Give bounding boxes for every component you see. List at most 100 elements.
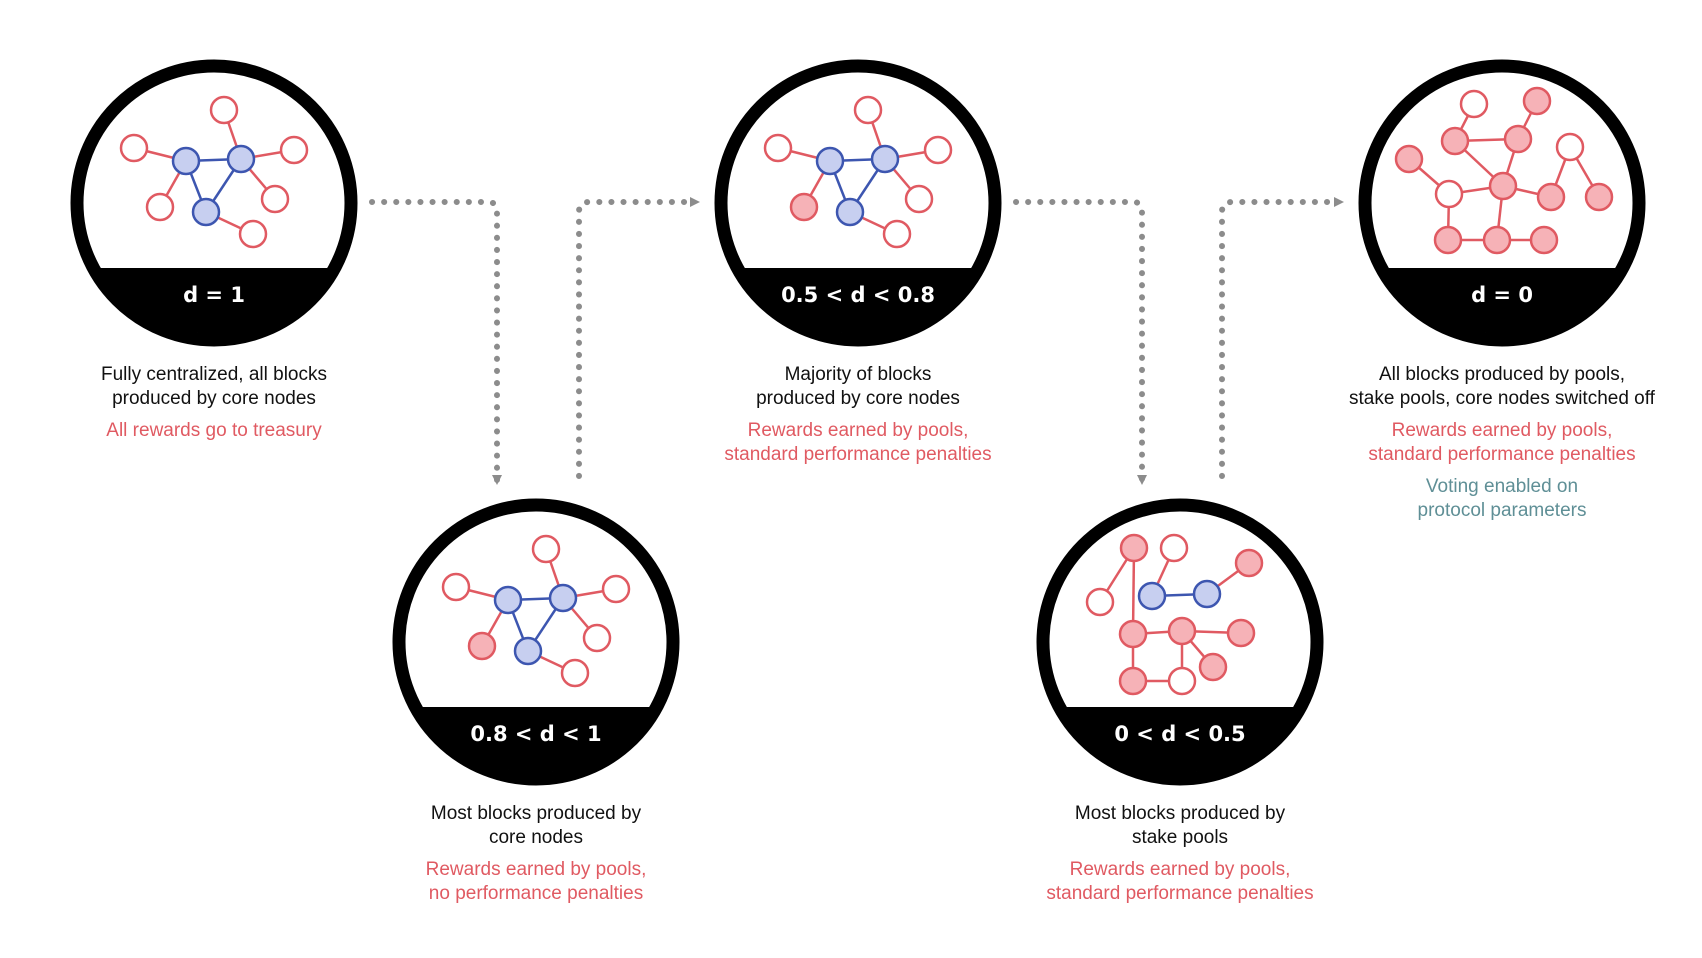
network-nodes	[1085, 533, 1264, 696]
relay-node	[882, 219, 912, 249]
stage-3-text-line-2: produced by core nodes	[756, 388, 960, 409]
stage-5-badge: d = 0	[1358, 59, 1646, 347]
stage-1-network	[119, 95, 309, 249]
pool-node	[1118, 666, 1148, 696]
core-node	[513, 636, 543, 666]
pool-node	[1167, 616, 1197, 646]
pool-node	[789, 192, 819, 222]
pool-node	[1118, 619, 1148, 649]
relay-node	[582, 623, 612, 653]
relay-node	[601, 574, 631, 604]
pool-node	[1440, 126, 1470, 156]
stage-5-reward-line-1: Rewards earned by pools,	[1391, 420, 1613, 441]
stage-2-badge: 0.8 < d < 1	[392, 498, 680, 786]
stage-4-reward-line-1: Rewards earned by pools,	[1069, 859, 1291, 880]
pool-node	[1584, 182, 1614, 212]
core-node	[226, 144, 256, 174]
core-node	[548, 583, 578, 613]
stage-2-caption: Most blocks produced by core nodes Rewar…	[326, 802, 746, 906]
core-node	[1137, 581, 1167, 611]
relay-node	[904, 184, 934, 214]
relay-node	[1555, 132, 1585, 162]
arrow-3-to-4	[1013, 199, 1147, 485]
relay-node	[441, 572, 471, 602]
stage-3-reward-line-2: standard performance penalties	[724, 444, 992, 465]
stage-5-reward-line-2: standard performance penalties	[1368, 444, 1636, 465]
stage-2-label: 0.8 < d < 1	[470, 722, 601, 746]
stage-1-caption: Fully centralized, all blocks produced b…	[4, 363, 424, 443]
stage-2-reward-line-1: Rewards earned by pools,	[425, 859, 647, 880]
pool-node	[1536, 182, 1566, 212]
stage-5-text-line-1: All blocks produced by pools,	[1378, 364, 1626, 385]
stage-3-network	[763, 95, 953, 249]
stage-5-voting-line-2: protocol parameters	[1417, 500, 1587, 521]
relay-node	[1085, 587, 1115, 617]
relay-node	[1159, 533, 1189, 563]
relay-node	[238, 219, 268, 249]
stage-4-network	[1085, 533, 1264, 696]
pool-node	[1394, 144, 1424, 174]
pool-node	[1488, 171, 1518, 201]
core-node	[815, 146, 845, 176]
relay-node	[560, 658, 590, 688]
stage-4-reward-line-2: standard performance penalties	[1046, 883, 1314, 904]
stage-1-reward-line-1: All rewards go to treasury	[106, 420, 322, 441]
stage-1-text-line-2: produced by core nodes	[112, 388, 316, 409]
stage-2-text-line-1: Most blocks produced by	[430, 803, 642, 824]
stage-1-badge: d = 1	[70, 59, 358, 347]
stage-1-text-line-1: Fully centralized, all blocks	[101, 364, 327, 385]
relay-node	[1434, 179, 1464, 209]
pool-node	[1503, 124, 1533, 154]
relay-node	[853, 95, 883, 125]
stage-5-caption: All blocks produced by pools, stake pool…	[1292, 363, 1702, 523]
stage-4-text-line-2: stake pools	[1131, 827, 1229, 848]
stage-4-text-line-1: Most blocks produced by	[1074, 803, 1286, 824]
stage-4-label: 0 < d < 0.5	[1114, 722, 1245, 746]
stage-5-text-line-2: stake pools, core nodes switched off	[1349, 388, 1655, 409]
relay-node	[1167, 666, 1197, 696]
pool-node	[1226, 618, 1256, 648]
core-node	[870, 144, 900, 174]
stage-3-label: 0.5 < d < 0.8	[781, 283, 935, 307]
network-nodes	[119, 95, 309, 249]
relay-node	[209, 95, 239, 125]
arrow-4-to-5	[1219, 197, 1344, 479]
relay-node	[531, 534, 561, 564]
relay-node	[1459, 89, 1489, 119]
arrow-1-to-2	[369, 199, 502, 485]
relay-node	[260, 184, 290, 214]
connectors	[369, 197, 1344, 485]
stage-3-badge: 0.5 < d < 0.8	[714, 59, 1002, 347]
stage-3-caption: Majority of blocks produced by core node…	[648, 363, 1068, 467]
pool-node	[1198, 652, 1228, 682]
pool-node	[1522, 86, 1552, 116]
stage-4-badge: 0 < d < 0.5	[1036, 498, 1324, 786]
pool-node	[1433, 225, 1463, 255]
core-node	[171, 146, 201, 176]
relay-node	[279, 135, 309, 165]
relay-node	[119, 133, 149, 163]
pool-node	[1234, 548, 1264, 578]
relay-node	[145, 192, 175, 222]
relay-node	[923, 135, 953, 165]
stage-3-reward-line-1: Rewards earned by pools,	[747, 420, 969, 441]
stage-4-caption: Most blocks produced by stake pools Rewa…	[970, 802, 1390, 906]
network-nodes	[441, 534, 631, 688]
stage-2-reward-line-2: no performance penalties	[428, 883, 644, 904]
stage-2-text-line-2: core nodes	[488, 827, 583, 848]
core-node	[835, 197, 865, 227]
pool-node	[1482, 225, 1512, 255]
pool-node	[467, 631, 497, 661]
network-nodes	[1394, 86, 1614, 255]
network-nodes	[763, 95, 953, 249]
core-node	[493, 585, 523, 615]
pool-node	[1119, 533, 1149, 563]
stage-2-network	[441, 534, 631, 688]
relay-node	[763, 133, 793, 163]
core-node	[1192, 579, 1222, 609]
stage-3-text-line-1: Majority of blocks	[784, 364, 932, 385]
stage-1-label: d = 1	[183, 283, 245, 307]
stage-5-network	[1394, 86, 1614, 255]
stage-5-voting-line-1: Voting enabled on	[1425, 476, 1579, 497]
